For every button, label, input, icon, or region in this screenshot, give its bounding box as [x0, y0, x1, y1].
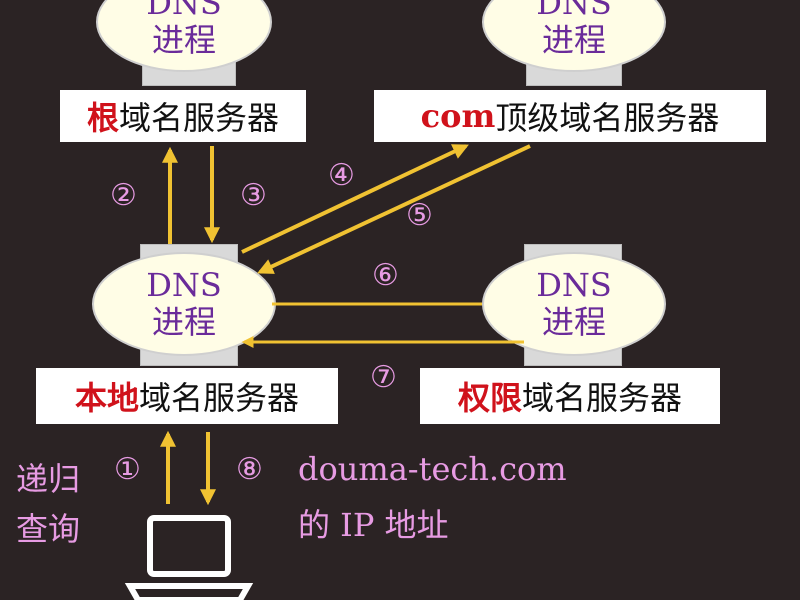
root-highlight: 根	[86, 99, 119, 137]
tld-highlight: com	[420, 97, 496, 135]
local-rest: 域名服务器	[139, 379, 300, 417]
process-sublabel: 进程	[151, 303, 216, 341]
arrow-step-4	[241, 144, 469, 254]
process-label: DNS	[536, 0, 612, 23]
arrow-step-5	[257, 144, 531, 274]
result-ip-label: 的 IP 地址	[298, 506, 449, 544]
step-4-label: ④	[328, 158, 355, 193]
local-server-label: 本地域名服务器	[36, 368, 338, 424]
step-7-label: ⑦	[370, 360, 397, 395]
process-label: DNS	[536, 266, 612, 305]
root-server-label: 根域名服务器	[60, 90, 306, 142]
process-label: DNS	[146, 266, 222, 305]
result-domain: douma-tech.com	[298, 450, 567, 488]
auth-rest: 域名服务器	[522, 379, 683, 417]
root-rest: 域名服务器	[119, 99, 280, 137]
local-highlight: 本地	[74, 379, 139, 417]
step-2-label: ②	[110, 178, 137, 213]
step-1-label: ①	[114, 452, 141, 487]
step-8-label: ⑧	[236, 452, 263, 487]
step-3-label: ③	[240, 178, 267, 213]
step-5-label: ⑤	[406, 198, 433, 233]
process-sublabel: 进程	[541, 303, 606, 341]
auth-dns-process: DNS 进程	[482, 252, 666, 356]
auth-server-label: 权限域名服务器	[420, 368, 720, 424]
tld-rest: 顶级域名服务器	[495, 99, 720, 137]
tld-server-label: com 顶级域名服务器	[374, 90, 766, 142]
step-6-label: ⑥	[372, 258, 399, 293]
recursive-query-line2: 查询	[16, 510, 81, 548]
laptop-icon	[124, 515, 254, 600]
process-sublabel: 进程	[541, 21, 606, 59]
recursive-query-line1: 递归	[16, 460, 81, 498]
process-sublabel: 进程	[151, 21, 216, 59]
auth-highlight: 权限	[457, 379, 522, 417]
process-label: DNS	[146, 0, 222, 23]
